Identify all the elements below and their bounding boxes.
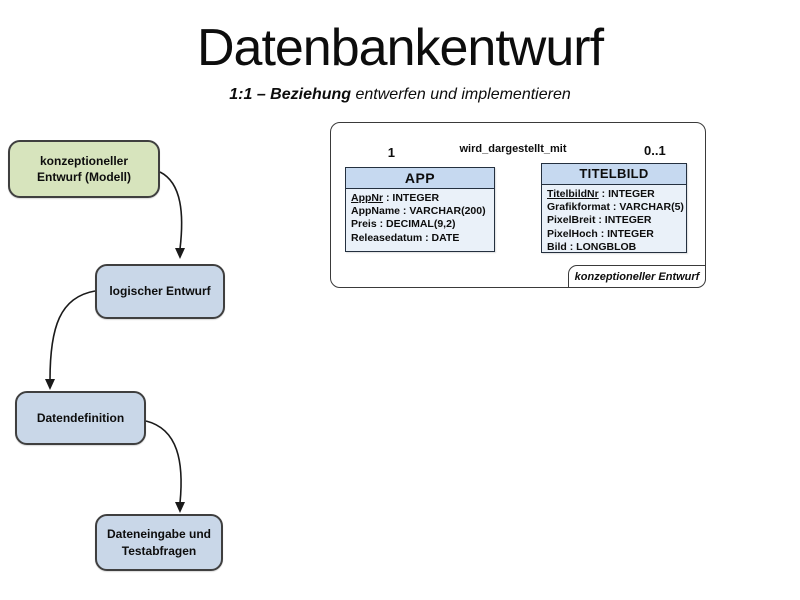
attribute-row: Grafikformat : VARCHAR(5) xyxy=(547,201,684,214)
attribute-row: TitelbildNr : INTEGER xyxy=(547,188,681,201)
arrowhead-1 xyxy=(175,248,185,259)
table-header: APP xyxy=(346,168,494,189)
arrowhead-2 xyxy=(45,379,55,390)
attribute-name: Releasedatum xyxy=(351,231,423,244)
attribute-row: PixelHoch : INTEGER xyxy=(547,228,681,241)
page-title: Datenbankentwurf xyxy=(196,19,604,77)
flow-step-logischer-entwurf: logischer Entwurf xyxy=(95,264,225,319)
attribute-name: AppName xyxy=(351,205,401,218)
cardinality-left: 1 xyxy=(387,145,395,160)
attribute-type: : DATE xyxy=(422,231,460,244)
attribute-type: : DECIMAL(9,2) xyxy=(376,218,456,231)
flow-arrow-2 xyxy=(49,290,96,381)
flow-step-konzeptioneller-entwurf: konzeptioneller Entwurf (Modell) xyxy=(8,140,160,198)
attribute-row: Bild : LONGBLOB xyxy=(547,241,681,254)
attribute-row: Releasedatum : DATE xyxy=(351,232,489,245)
attribute-name: AppNr xyxy=(351,192,384,204)
attribute-type: : INTEGER xyxy=(383,192,440,204)
flow-step-label: konzeptioneller Entwurf (Modell) xyxy=(37,153,131,184)
table-body: AppNr : INTEGER AppName : VARCHAR(200) P… xyxy=(346,189,494,245)
attribute-name: TitelbildNr xyxy=(547,188,599,200)
attribute-name: Bild xyxy=(547,240,567,253)
attribute-name: PixelHoch xyxy=(547,227,598,240)
er-diagram-container: 1 wird_dargestellt_mit 0..1 APP AppNr : … xyxy=(330,122,706,288)
er-table-titelbild: TITELBILD TitelbildNr : INTEGER Grafikfo… xyxy=(541,163,687,253)
attribute-name: Grafikformat xyxy=(547,201,611,214)
table-header: TITELBILD xyxy=(542,164,686,185)
flow-step-label: Dateneingabe und Testabfragen xyxy=(107,527,212,558)
attribute-row: AppNr : INTEGER xyxy=(351,192,489,205)
relationship-name-label: wird_dargestellt_mit xyxy=(459,143,567,155)
attribute-row: Preis : DECIMAL(9,2) xyxy=(351,218,489,231)
attribute-type: : VARCHAR(200) xyxy=(400,205,486,218)
attribute-row: AppName : VARCHAR(200) xyxy=(351,205,489,218)
flow-arrow-1 xyxy=(159,171,183,250)
table-body: TitelbildNr : INTEGER Grafikformat : VAR… xyxy=(542,185,686,254)
subtitle-rest: entwerfen und implementieren xyxy=(351,86,571,103)
flow-step-dateneingabe-testabfragen: Dateneingabe und Testabfragen xyxy=(95,514,223,571)
er-table-app: APP AppNr : INTEGER AppName : VARCHAR(20… xyxy=(345,167,495,252)
er-caption: konzeptioneller Entwurf xyxy=(568,265,706,288)
subtitle-emphasis: 1:1 – Beziehung xyxy=(229,86,352,103)
attribute-type: : INTEGER xyxy=(595,214,652,227)
attribute-type: : INTEGER xyxy=(598,188,655,200)
attribute-name: Preis xyxy=(351,218,377,231)
attribute-name: PixelBreit xyxy=(547,214,596,227)
flow-step-label: Datendefinition xyxy=(36,410,125,425)
page-subtitle: 1:1 – Beziehung entwerfen und implementi… xyxy=(0,86,800,104)
flow-arrow-3 xyxy=(145,420,182,504)
attribute-type: : LONGBLOB xyxy=(566,240,637,253)
flow-step-label: logischer Entwurf xyxy=(109,284,211,299)
attribute-type: : VARCHAR(5) xyxy=(610,201,684,214)
attribute-type: : INTEGER xyxy=(597,227,654,240)
arrowhead-3 xyxy=(175,502,185,513)
cardinality-right: 0..1 xyxy=(644,143,666,158)
attribute-row: PixelBreit : INTEGER xyxy=(547,214,681,227)
flow-step-datendefinition: Datendefinition xyxy=(15,391,146,445)
